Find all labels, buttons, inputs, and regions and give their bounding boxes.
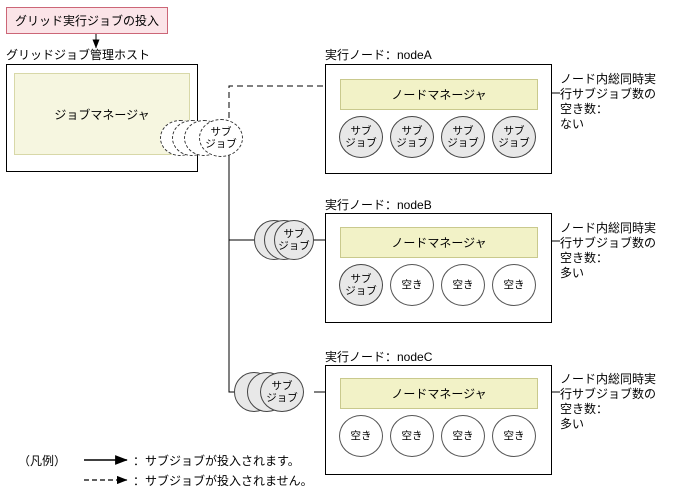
node-b-note: ノード内総同時実 行サブジョブ数の 空き数： 多い (560, 221, 657, 280)
node-b-slot-1-line2: ジョブ (345, 285, 377, 297)
node-a-slot-2-line2: ジョブ (396, 137, 428, 149)
node-a-note: ノード内総同時実 行サブジョブ数の 空き数： ない (560, 72, 657, 131)
node-a-slot-3-line2: ジョブ (447, 137, 479, 149)
node-c-slot-3: 空き (441, 415, 485, 457)
node-b-slot-2-line1: 空き (401, 279, 423, 291)
node-a-title: 実行ノード：nodeA (325, 48, 432, 62)
node-a-slot-4-line1: サブ (503, 125, 525, 137)
host-title: グリッドジョブ管理ホスト (6, 48, 151, 62)
legend-title: （凡例） (18, 454, 67, 468)
node-c-slot-4-line1: 空き (503, 430, 525, 442)
grid-job-submission-callout: グリッド実行ジョブの投入 (6, 7, 169, 34)
legend-solid-text: ：サブジョブが投入されます。 (133, 454, 300, 468)
node-a-slot-2-line1: サブ (401, 125, 423, 137)
node-b-incoming-line2: ジョブ (278, 240, 310, 252)
node-a-slot-3-line1: サブ (452, 125, 474, 137)
node-b-slot-1: サブ ジョブ (339, 264, 383, 306)
node-c-note: ノード内総同時実 行サブジョブ数の 空き数： 多い (560, 372, 657, 431)
node-c-slot-4: 空き (492, 415, 536, 457)
job-manager-box: ジョブマネージャ (14, 73, 190, 155)
node-b-slot-4: 空き (492, 264, 536, 306)
host-subjob-label-line1: サブ (210, 126, 232, 138)
node-b-incoming-subjob: サブ ジョブ (274, 220, 314, 260)
node-c-manager-label: ノードマネージャ (391, 387, 487, 401)
node-b-slot-2: 空き (390, 264, 434, 306)
node-a-slot-4: サブ ジョブ (492, 116, 536, 158)
node-b-slot-4-line1: 空き (503, 279, 525, 291)
node-b-manager-box: ノードマネージャ (340, 227, 538, 258)
host-subjob-label-line2: ジョブ (205, 138, 237, 150)
host-subjob-circle: サブ ジョブ (199, 119, 243, 157)
node-a-slot-1-line1: サブ (350, 125, 372, 137)
node-c-manager-box: ノードマネージャ (340, 378, 538, 409)
node-b-slot-3: 空き (441, 264, 485, 306)
node-c-slot-1-line1: 空き (350, 430, 372, 442)
node-b-slot-3-line1: 空き (452, 279, 474, 291)
node-c-title: 実行ノード：nodeC (325, 350, 433, 364)
node-a-slot-2: サブ ジョブ (390, 116, 434, 158)
node-c-slot-2: 空き (390, 415, 434, 457)
node-b-manager-label: ノードマネージャ (391, 236, 487, 250)
node-a-slot-3: サブ ジョブ (441, 116, 485, 158)
node-a-slot-4-line2: ジョブ (498, 137, 530, 149)
node-a-slot-1: サブ ジョブ (339, 116, 383, 158)
node-c-incoming-subjob: サブ ジョブ (260, 372, 304, 412)
node-a-slot-1-line2: ジョブ (345, 137, 377, 149)
node-b-incoming-line1: サブ (283, 228, 305, 240)
node-c-incoming-line2: ジョブ (266, 392, 298, 404)
node-c-incoming-line1: サブ (271, 380, 293, 392)
node-c-slot-1: 空き (339, 415, 383, 457)
node-c-slot-3-line1: 空き (452, 430, 474, 442)
node-a-manager-label: ノードマネージャ (391, 88, 487, 102)
node-b-slot-1-line1: サブ (350, 273, 372, 285)
node-b-title: 実行ノード：nodeB (325, 198, 432, 212)
legend-dashed-text: ：サブジョブが投入されません。 (133, 474, 313, 488)
node-c-slot-2-line1: 空き (401, 430, 423, 442)
node-a-manager-box: ノードマネージャ (340, 79, 538, 110)
job-manager-label: ジョブマネージャ (54, 107, 150, 122)
